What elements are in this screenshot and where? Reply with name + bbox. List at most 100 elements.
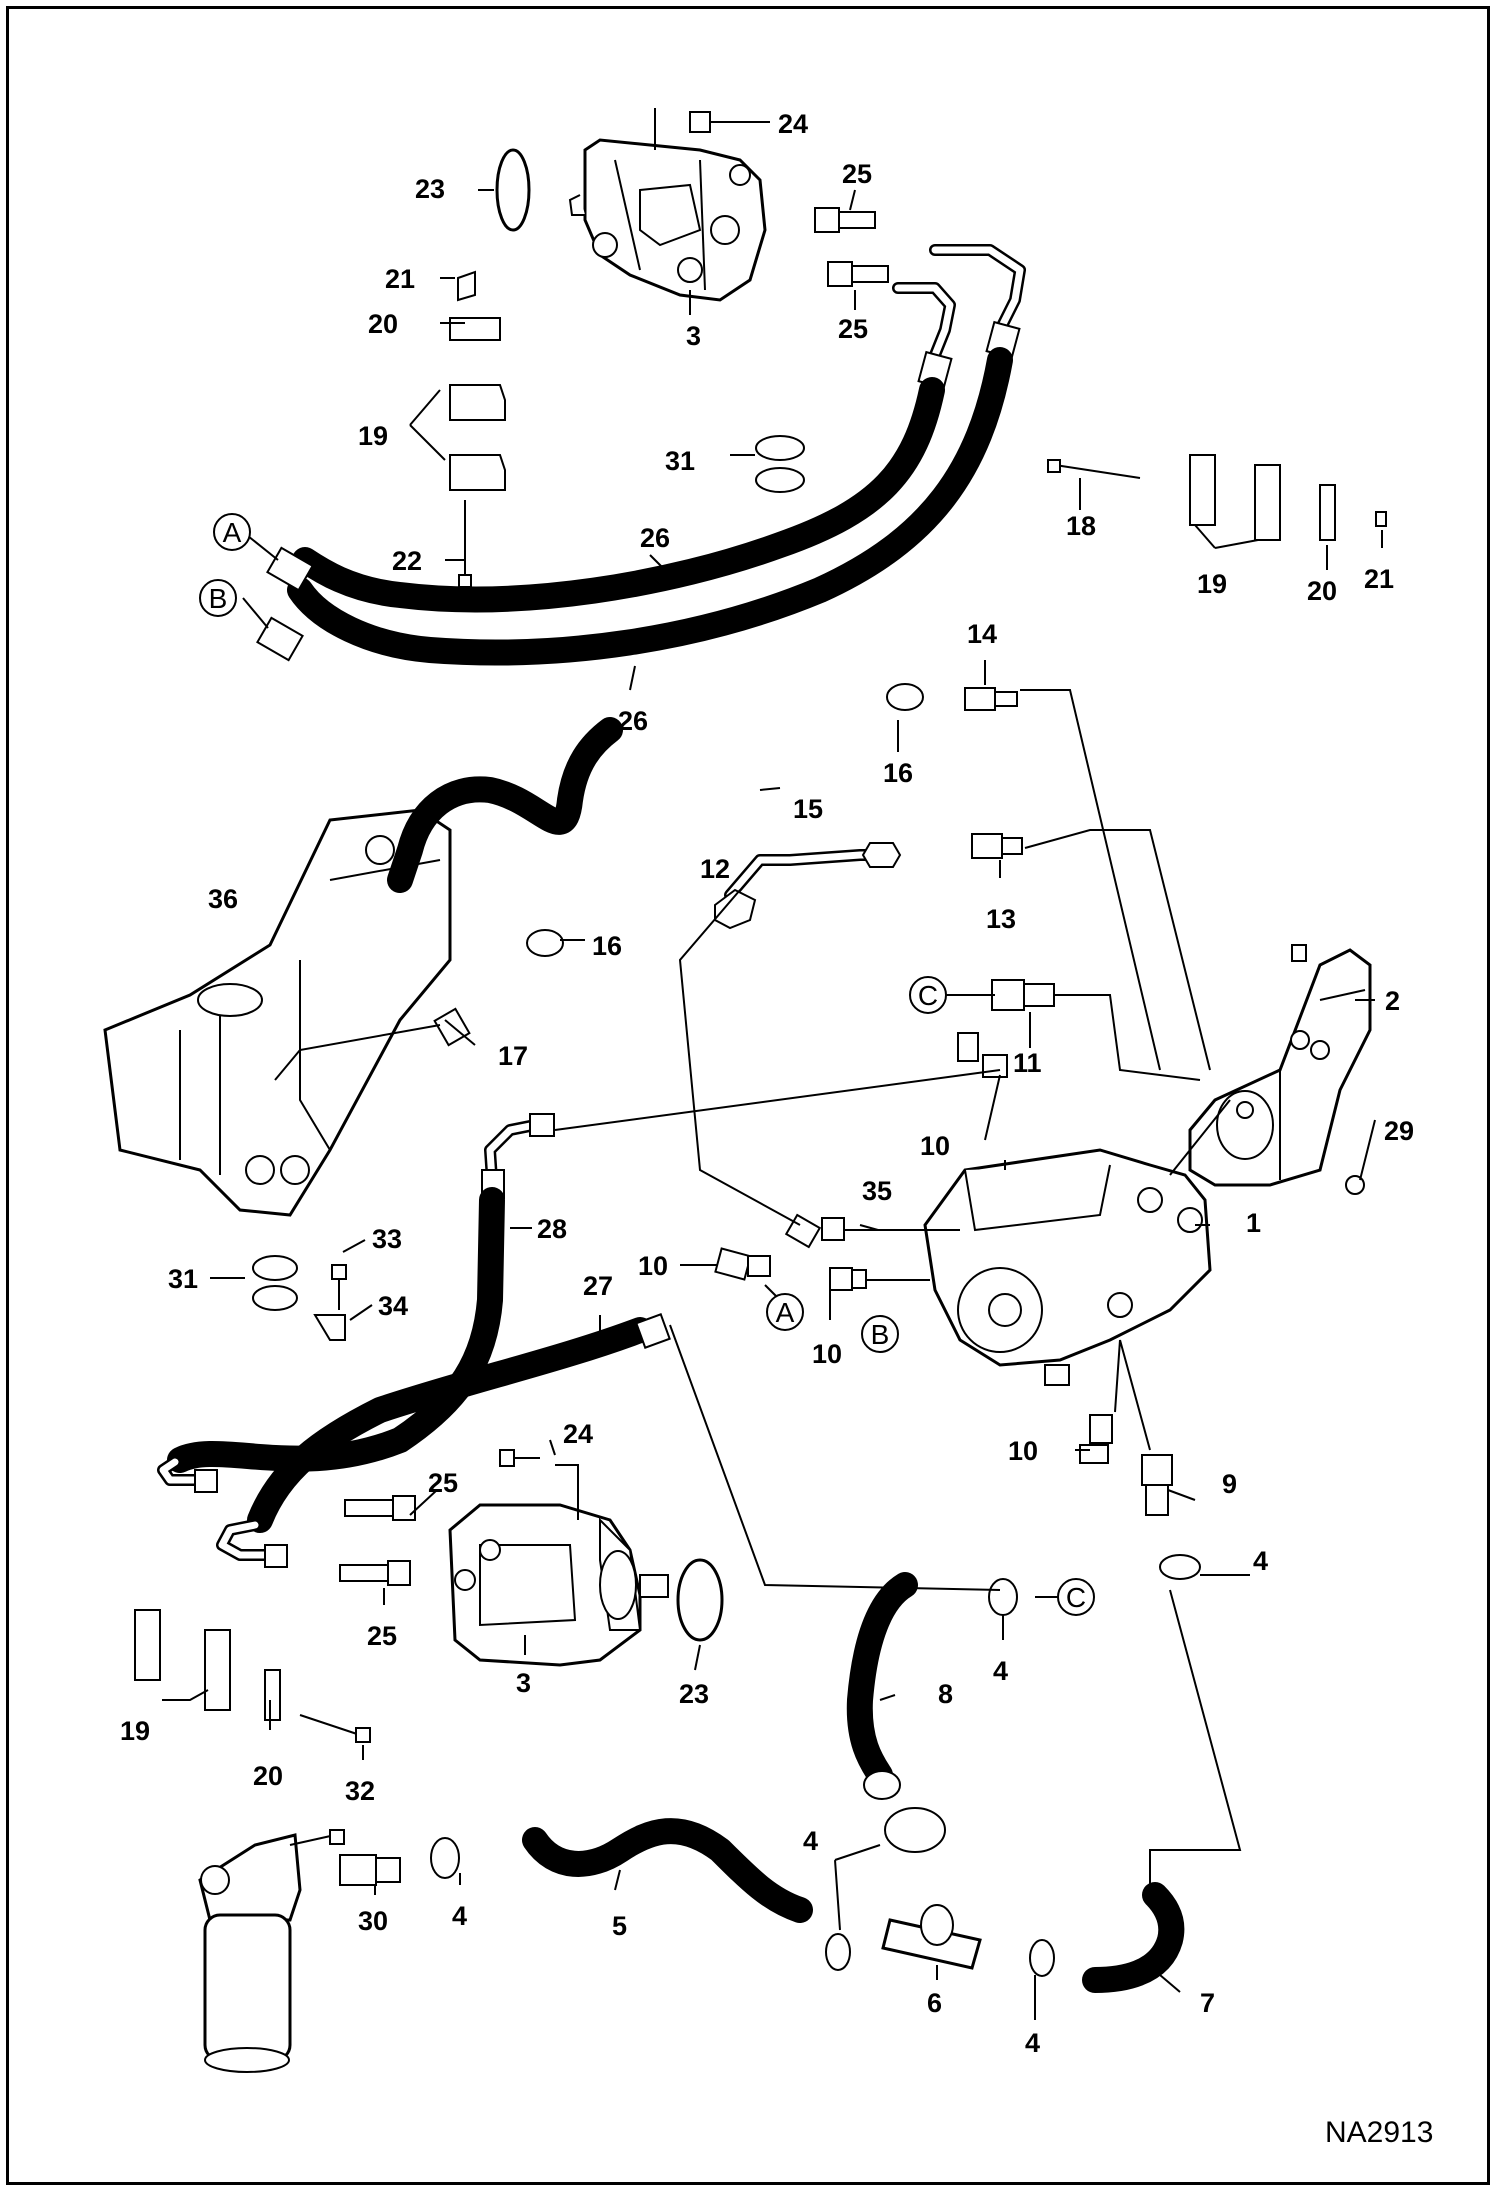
callout-A-top: A <box>213 513 251 551</box>
hose-27 <box>216 1313 671 1568</box>
hose-15 <box>387 717 623 893</box>
hose-28 <box>157 1113 555 1493</box>
label-19-top: 19 <box>358 421 388 451</box>
callout-A-middle: A <box>766 1293 804 1331</box>
label-36: 36 <box>208 884 238 914</box>
fittings-25-bottom <box>339 1495 416 1586</box>
clamps-16-fitting-14 <box>526 683 1018 957</box>
leader-lines <box>162 121 1383 2020</box>
label-3-bottom: 3 <box>516 1668 531 1698</box>
label-31-middle: 31 <box>168 1264 198 1294</box>
label-23-bottom: 23 <box>679 1679 709 1709</box>
label-21-top: 21 <box>385 264 415 294</box>
label-4-a: 4 <box>1253 1546 1268 1576</box>
label-25-top-a: 25 <box>842 159 872 189</box>
part-labels: 24 23 25 25 3 21 20 19 22 31 26 26 18 19… <box>120 109 1433 2149</box>
hoses-26 <box>256 244 1026 666</box>
label-18: 18 <box>1066 511 1096 541</box>
label-1: 1 <box>1246 1208 1261 1238</box>
clamp-assembly-top-left <box>449 270 506 588</box>
label-19-bottom: 19 <box>120 1716 150 1746</box>
hose-clamps-4 <box>430 1554 1201 1977</box>
hydraulic-tank <box>103 808 452 1217</box>
label-10-c: 10 <box>812 1339 842 1369</box>
label-28: 28 <box>537 1214 567 1244</box>
label-4-e: 4 <box>1025 2028 1040 2058</box>
label-13: 13 <box>986 904 1016 934</box>
label-24-top: 24 <box>778 109 808 139</box>
drawing-code: NA2913 <box>1325 2116 1433 2149</box>
callout-B-middle: B <box>861 1315 899 1353</box>
label-27: 27 <box>583 1271 613 1301</box>
label-11: 11 <box>1013 1048 1042 1078</box>
label-7: 7 <box>1200 1988 1215 2018</box>
label-21-top-right: 21 <box>1364 564 1394 594</box>
label-10-a: 10 <box>920 1131 950 1161</box>
gear-pump <box>1188 944 1372 1187</box>
label-12: 12 <box>700 854 730 884</box>
label-5: 5 <box>612 1911 627 1941</box>
clamp-bracket-middle-left <box>252 1255 347 1341</box>
o-ring-top <box>495 148 531 232</box>
hose-7 <box>1082 1882 1185 1993</box>
label-3-top: 3 <box>686 321 701 351</box>
label-25-top-b: 25 <box>838 314 868 344</box>
label-34: 34 <box>378 1291 408 1321</box>
main-hydrostatic-pump <box>923 1148 1212 1386</box>
label-30: 30 <box>358 1906 388 1936</box>
label-33: 33 <box>372 1224 402 1254</box>
top-drive-pump <box>568 138 767 302</box>
label-35: 35 <box>862 1176 892 1206</box>
fitting-30 <box>339 1854 401 1886</box>
bolt-24-top <box>654 108 755 150</box>
label-29: 29 <box>1384 1116 1414 1146</box>
label-17: 17 <box>498 1041 528 1071</box>
svg-text:C: C <box>918 980 938 1011</box>
label-31-top: 31 <box>665 446 695 476</box>
label-20-top: 20 <box>368 309 398 339</box>
label-4-c: 4 <box>803 1826 818 1856</box>
label-19-top-right: 19 <box>1197 569 1227 599</box>
label-25-bottom-b: 25 <box>367 1621 397 1651</box>
label-22: 22 <box>392 546 422 576</box>
callout-C-bottom: C <box>1057 1578 1095 1616</box>
svg-text:A: A <box>776 1297 795 1328</box>
bottom-drive-pump <box>448 1503 669 1667</box>
svg-text:B: B <box>871 1319 890 1350</box>
fitting-11 <box>991 979 1055 1011</box>
fittings-25-top <box>814 207 889 287</box>
label-16-b: 16 <box>592 931 622 961</box>
svg-text:A: A <box>223 517 242 548</box>
label-26-a: 26 <box>640 523 670 553</box>
label-8: 8 <box>938 1679 953 1709</box>
callout-B-top: B <box>199 579 237 617</box>
label-20-bottom: 20 <box>253 1761 283 1791</box>
o-ring-bottom <box>676 1558 724 1642</box>
bolt-24-bottom <box>499 1449 579 1520</box>
label-10-b: 10 <box>638 1251 668 1281</box>
oil-filter-assembly <box>198 1829 345 2073</box>
label-6: 6 <box>927 1988 942 2018</box>
label-23-top: 23 <box>415 174 445 204</box>
label-14: 14 <box>967 619 997 649</box>
clamp-assembly-bottom-left <box>134 1609 371 1743</box>
label-4-d: 4 <box>452 1901 467 1931</box>
tube-12-fitting-13 <box>714 833 1023 930</box>
hose-clamp-31-top <box>755 435 805 493</box>
svg-text:C: C <box>1066 1582 1086 1613</box>
bolt-29 <box>1345 1175 1365 1195</box>
label-15: 15 <box>793 794 823 824</box>
svg-text:B: B <box>209 583 228 614</box>
label-2: 2 <box>1385 986 1400 1016</box>
label-26-b: 26 <box>618 706 648 736</box>
callout-C-middle: C <box>909 976 947 1014</box>
label-20-top-right: 20 <box>1307 576 1337 606</box>
label-16-a: 16 <box>883 758 913 788</box>
fitting-35 <box>784 1213 845 1249</box>
clamp-assembly-top-right <box>1047 454 1387 541</box>
label-25-bottom-a: 25 <box>428 1468 458 1498</box>
elbow-fittings-10 <box>714 1032 1113 1464</box>
hose-8 <box>846 1572 918 1800</box>
label-32: 32 <box>345 1776 375 1806</box>
